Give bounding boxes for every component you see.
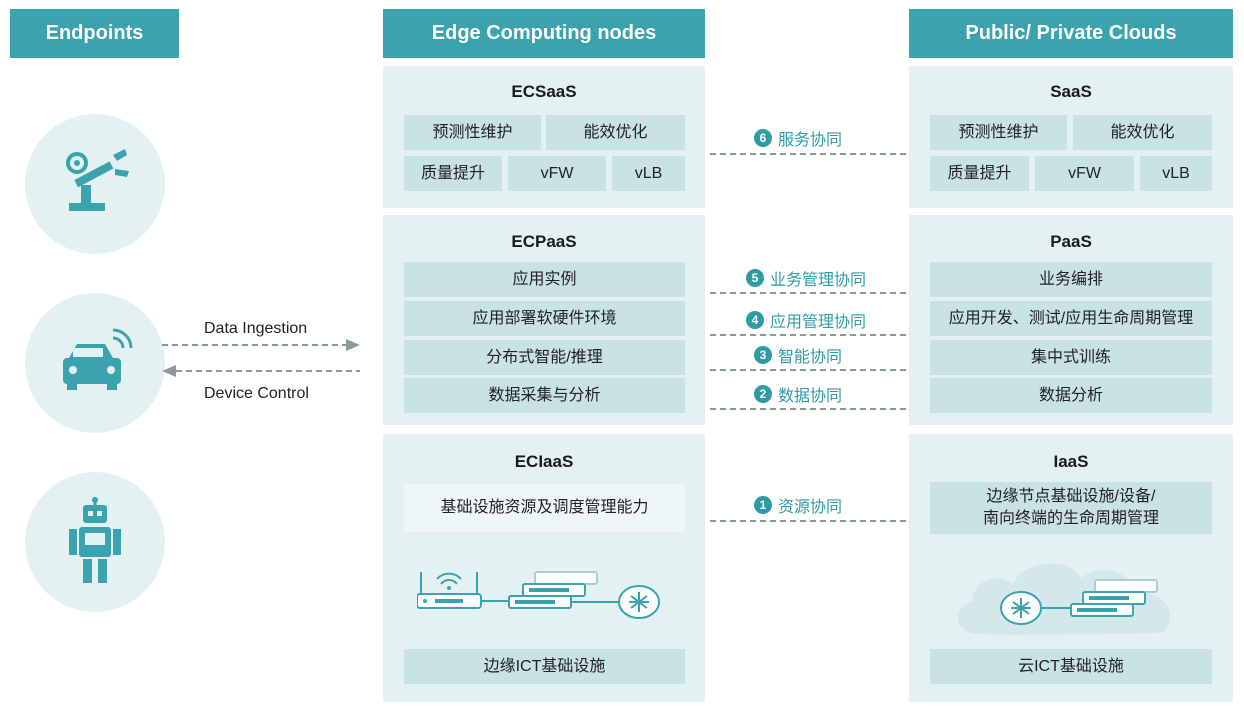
cloud-saas-panel: SaaS 预测性维护 能效优化 质量提升 vFW vLB [909,66,1233,208]
cloud-saas-cell: 能效优化 [1073,115,1212,150]
car-endpoint [25,293,165,433]
connected-car-icon [63,328,133,390]
link-number: 4 [746,311,764,329]
link-label-text: 业务管理协同 [770,272,867,289]
robot-arm-icon [66,149,129,211]
device-control-label: Device Control [204,385,309,402]
edge-paas-cell: 应用部署软硬件环境 [404,301,685,336]
endpoints-header: Endpoints [10,9,179,58]
link-number: 6 [754,129,772,147]
edge-saas-cell: vLB [612,156,685,191]
link-app-mgmt-collab: 4 应用管理协同 [742,308,871,332]
link-service-collab: 6 服务协同 [750,126,847,150]
edge-paas-title: ECPaaS [511,232,577,251]
cloud-iaas-capability: 边缘节点基础设施/设备/ 南向终端的生命周期管理 [930,482,1212,534]
cloud-paas-cell: 数据分析 [930,378,1212,413]
link-number: 2 [754,385,772,403]
edge-header: Edge Computing nodes [383,9,705,58]
data-ingestion-label: Data Ingestion [204,320,308,337]
cloud-saas-title: SaaS [1050,82,1092,101]
link-data-collab: 2 数据协同 [750,382,847,406]
cloud-saas-cell: 质量提升 [930,156,1029,191]
control-arrow [162,365,360,377]
edge-network-devices-icon [417,571,660,619]
edge-paas-cell: 应用实例 [404,262,685,297]
cloud-paas-cell: 应用开发、测试/应用生命周期管理 [930,301,1212,336]
cloud-header: Public/ Private Clouds [909,9,1233,58]
link-line [710,520,906,522]
link-label-text: 服务协同 [778,132,843,149]
cloud-paas-title: PaaS [1050,232,1092,251]
robot-arm-endpoint [25,114,165,254]
cloud-iaas-capability-line: 边缘节点基础设施/设备/ [986,488,1156,505]
cloud-network-icon [957,563,1171,635]
ingestion-arrow [162,339,360,351]
cloud-paas-cell: 集中式训练 [930,340,1212,375]
cloud-saas-cell: vFW [1035,156,1134,191]
cloud-saas-cell: 预测性维护 [930,115,1067,150]
edge-saas-panel: ECSaaS 预测性维护 能效优化 质量提升 vFW vLB [383,66,705,208]
edge-paas-cell: 数据采集与分析 [404,378,685,413]
edge-iaas-title: ECIaaS [514,452,574,471]
edge-iaas-infra: 边缘ICT基础设施 [404,649,685,684]
link-label-text: 资源协同 [778,499,843,516]
link-label-text: 应用管理协同 [770,314,867,331]
edge-saas-cell: 质量提升 [404,156,502,191]
edge-iaas-panel: ECIaaS 基础设施资源及调度管理能力 边缘ICT基础设施 [383,434,705,702]
edge-iaas-capability: 基础设施资源及调度管理能力 [404,484,685,532]
cloud-iaas-title: IaaS [1053,452,1089,471]
cloud-saas-cell: vLB [1140,156,1212,191]
link-number: 1 [754,496,772,514]
edge-saas-cell: 能效优化 [546,115,685,150]
link-label-text: 智能协同 [778,349,843,366]
link-resource-collab: 1 资源协同 [750,493,847,517]
cloud-iaas-infra: 云ICT基础设施 [930,649,1212,684]
edge-saas-cell: 预测性维护 [404,115,541,150]
edge-paas-panel: ECPaaS 应用实例 应用部署软硬件环境 分布式智能/推理 数据采集与分析 [383,215,705,425]
cloud-iaas-panel: IaaS 边缘节点基础设施/设备/ 南向终端的生命周期管理 云ICT基础设施 [909,434,1233,702]
link-number: 3 [754,346,772,364]
edge-saas-cell: vFW [508,156,606,191]
cloud-paas-panel: PaaS 业务编排 应用开发、测试/应用生命周期管理 集中式训练 数据分析 [909,215,1233,425]
cloud-paas-cell: 业务编排 [930,262,1212,297]
link-line [710,292,906,294]
link-intelligence-collab: 3 智能协同 [750,343,847,367]
robot-icon [69,497,121,583]
edge-saas-title: ECSaaS [511,82,577,101]
link-line [710,408,906,410]
link-number: 5 [746,269,764,287]
robot-endpoint [25,472,165,612]
link-business-mgmt-collab: 5 业务管理协同 [742,266,871,290]
link-line [710,369,906,371]
cloud-iaas-capability-line: 南向终端的生命周期管理 [982,510,1159,527]
link-label-text: 数据协同 [778,388,843,405]
edge-paas-cell: 分布式智能/推理 [404,340,685,375]
link-line [710,153,906,155]
link-line [710,334,906,336]
